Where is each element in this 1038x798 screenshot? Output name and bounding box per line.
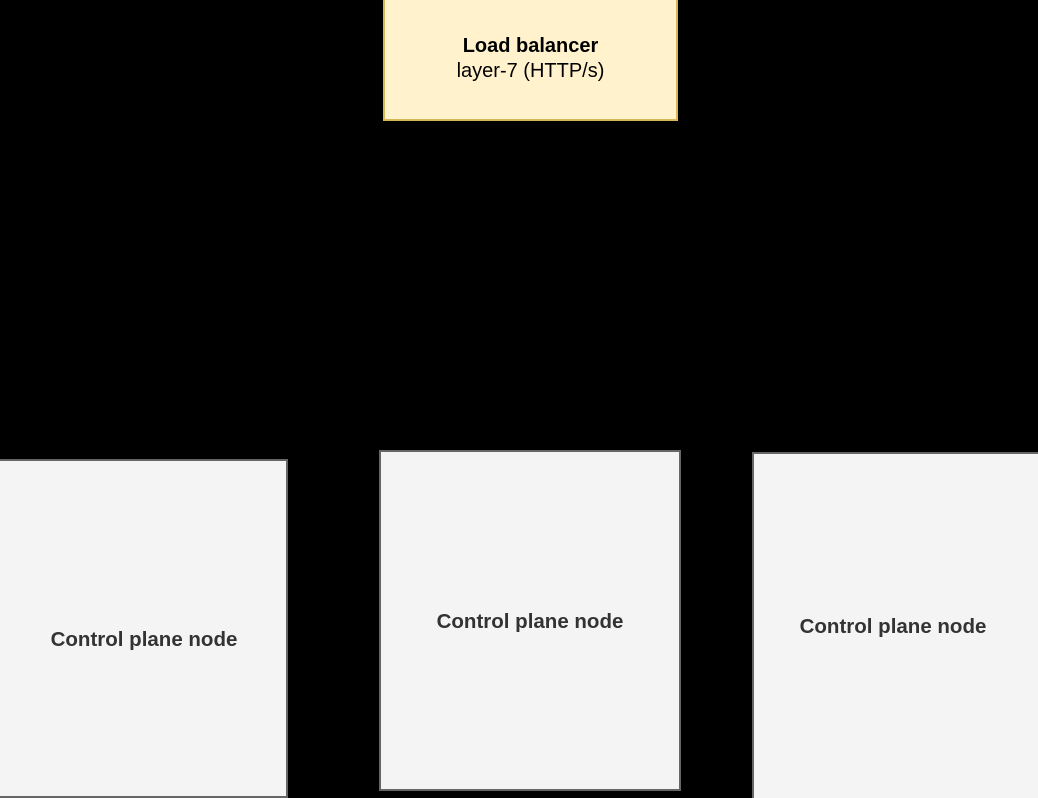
load-balancer-title: Load balancer [462,35,599,58]
control-plane-node-1[interactable]: Control plane node [0,459,288,798]
load-balancer-subtitle: layer-7 (HTTP/s) [456,59,605,82]
control-plane-node-3-label: Control plane node [799,615,987,638]
control-plane-node-2-label: Control plane node [436,609,624,633]
control-plane-node-3[interactable]: Control plane node [752,452,1038,798]
load-balancer-node[interactable]: Load balancer layer-7 (HTTP/s) [383,0,678,121]
control-plane-node-2[interactable]: Control plane node [379,450,681,791]
control-plane-node-1-label: Control plane node [50,627,238,651]
